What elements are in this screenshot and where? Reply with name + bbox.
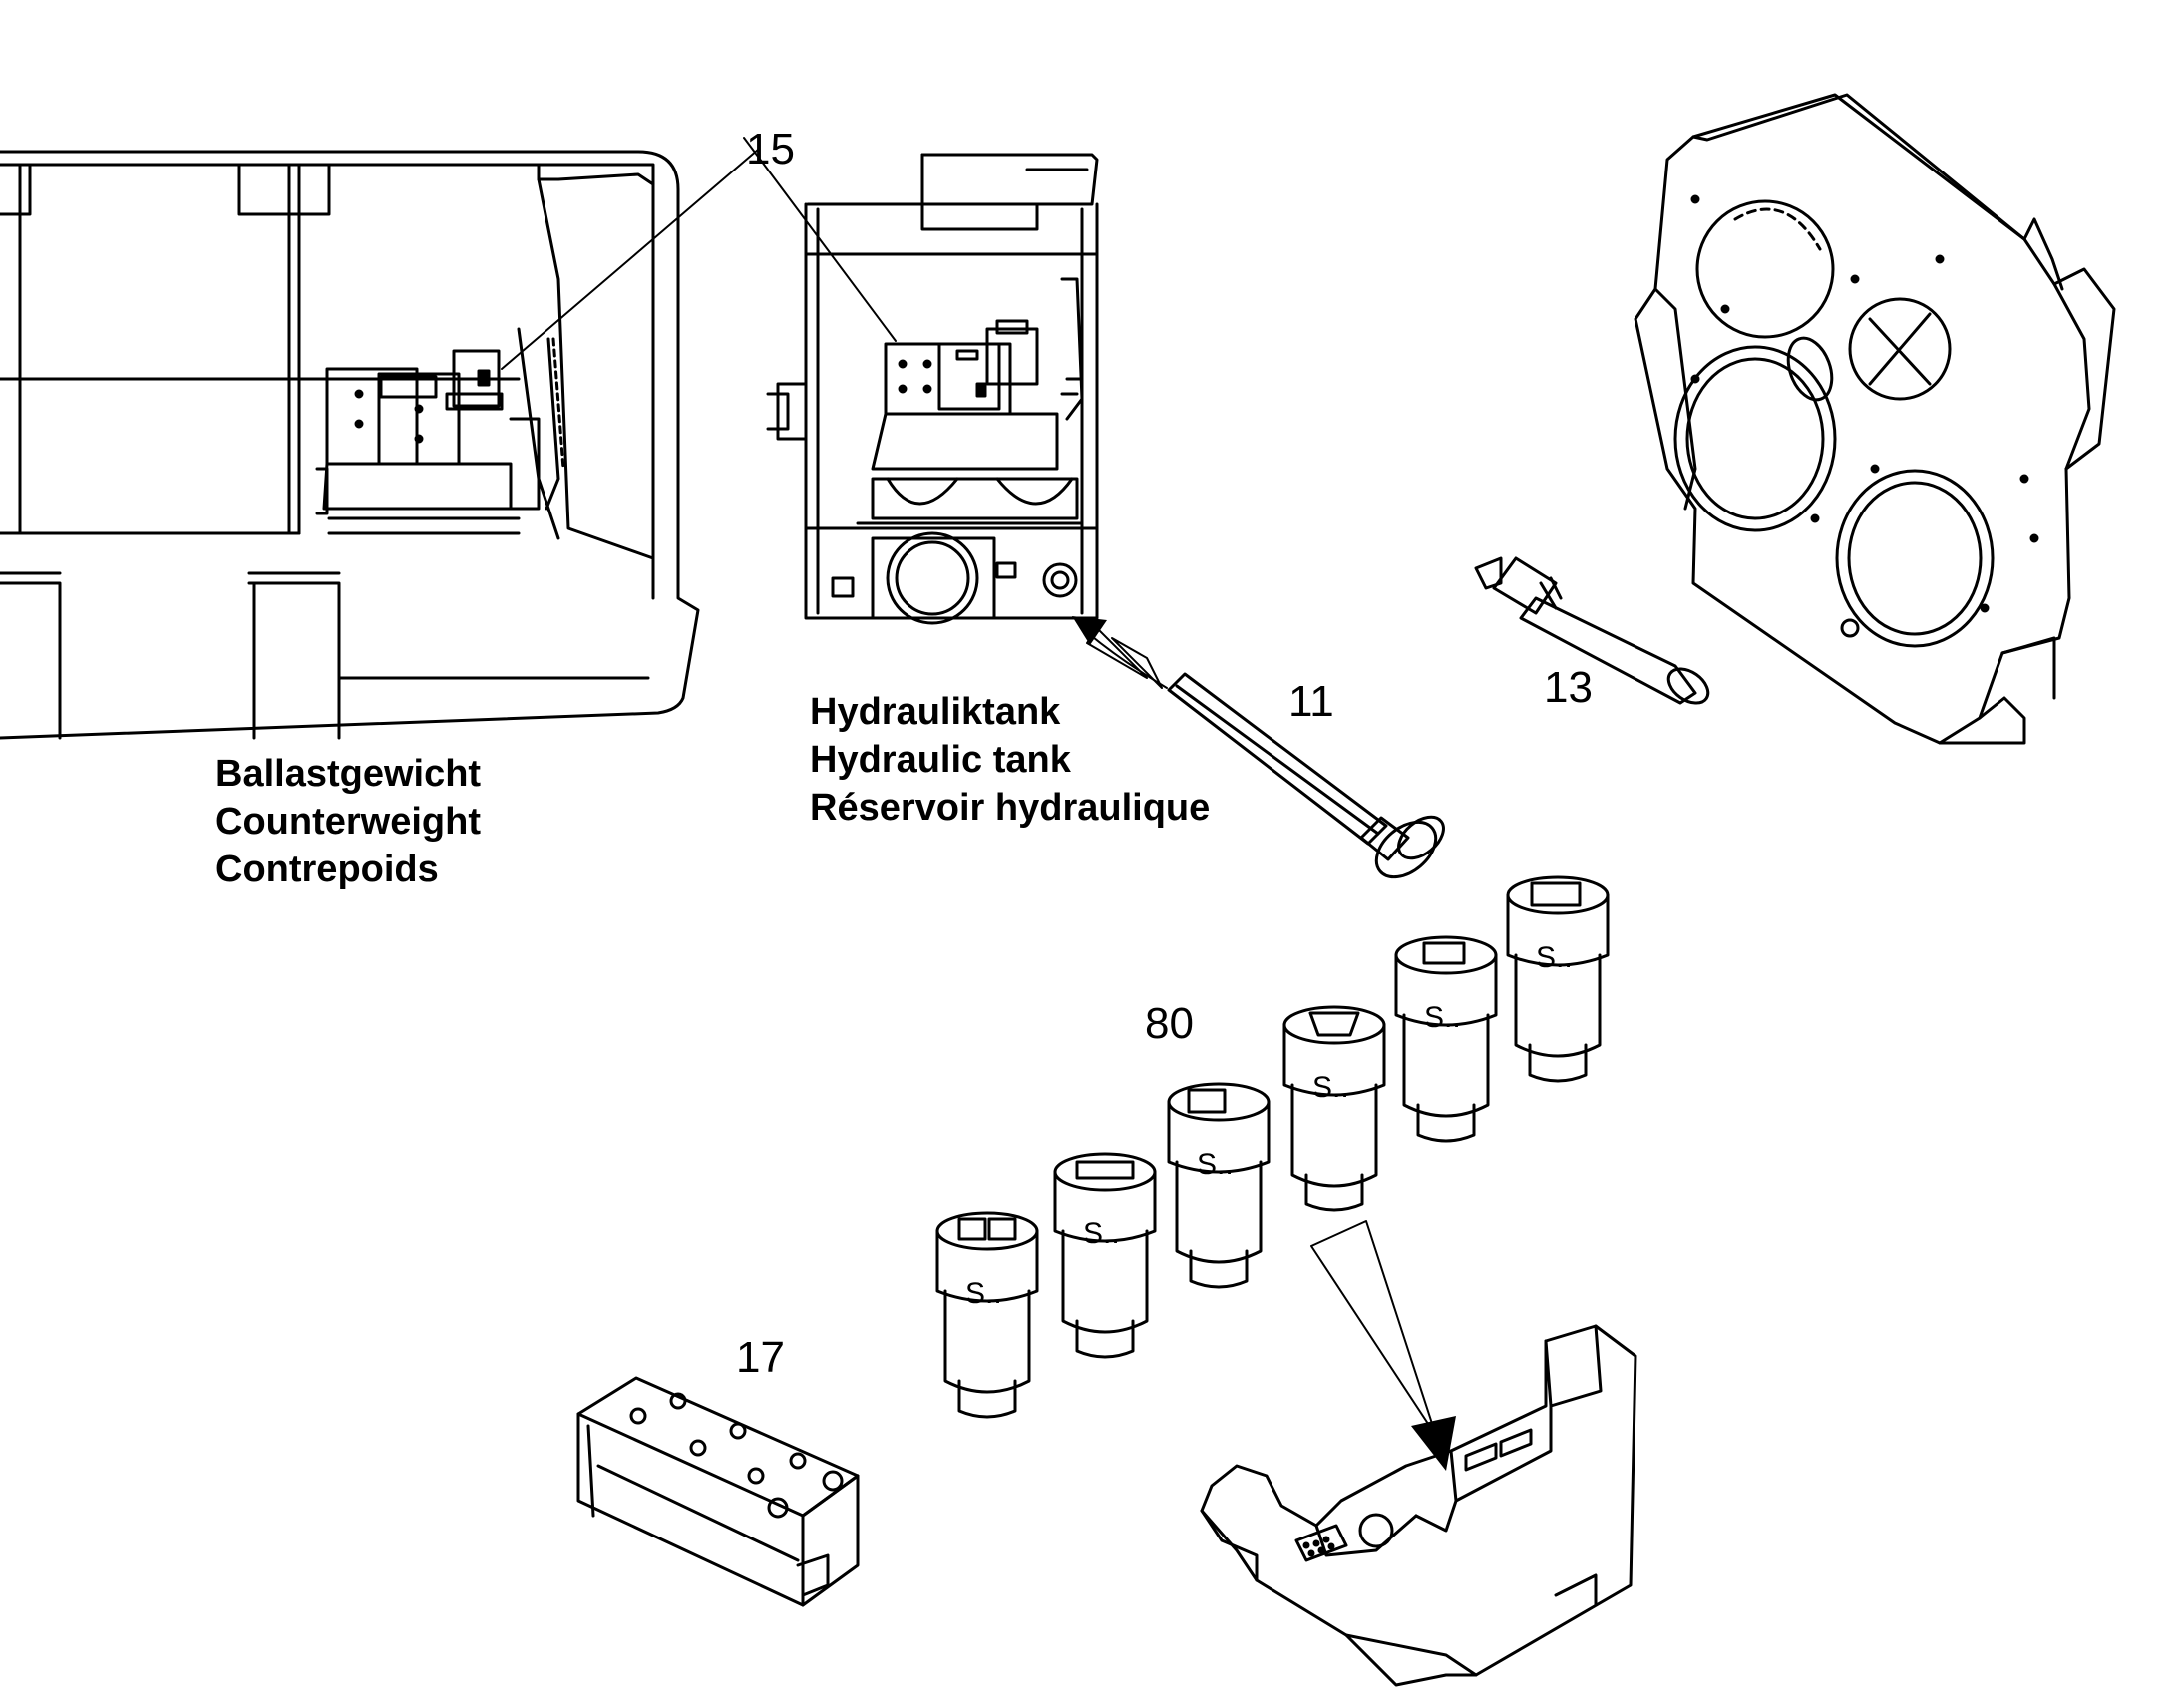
switch-label: S.. — [1197, 1148, 1234, 1181]
dipstick-part — [1167, 672, 1445, 879]
caption-line-en: Counterweight — [215, 801, 481, 843]
switch-6 — [1506, 875, 1610, 1083]
counterweight-caption: Ballastgewicht Counterweight Contrepoids — [215, 750, 481, 893]
callout-13: 13 — [1544, 663, 1593, 712]
switch-group — [935, 875, 1610, 1471]
switch-label: S.. — [1424, 1001, 1461, 1034]
switch-label: S.. — [1312, 1071, 1349, 1104]
hydraulic-tank-assembly — [743, 137, 1168, 689]
hydraulic-tank-caption: Hydrauliktank Hydraulic tank Réservoir h… — [810, 688, 1210, 832]
switch-label: S.. — [1536, 941, 1573, 974]
counterweight-hydraulic-unit — [315, 337, 565, 520]
battery-part — [576, 1376, 860, 1607]
callout-15: 15 — [746, 125, 795, 173]
caption-line-de: Ballastgewicht — [215, 753, 482, 795]
callout-11: 11 — [1288, 677, 1334, 726]
console-part — [1200, 1324, 1637, 1687]
counterweight-assembly — [0, 149, 759, 740]
switch-2 — [1053, 1152, 1157, 1359]
switch-4 — [1282, 1005, 1386, 1212]
switch-label: S.. — [965, 1277, 1002, 1310]
tank-inspection-flange — [871, 531, 1078, 625]
callout-80: 80 — [1145, 999, 1194, 1048]
tank-hydraulic-unit — [871, 277, 1084, 520]
switch-label: S.. — [1083, 1217, 1120, 1250]
callout-17: 17 — [736, 1333, 785, 1382]
switch-3 — [1167, 1082, 1271, 1289]
sensor-part — [1474, 556, 1710, 705]
switch-1 — [935, 1211, 1039, 1419]
gear-housing-part — [1634, 93, 2116, 745]
caption-line-en: Hydraulic tank — [810, 739, 1071, 781]
caption-line-fr: Réservoir hydraulique — [810, 787, 1211, 829]
caption-line-fr: Contrepoids — [215, 849, 439, 890]
caption-line-de: Hydrauliktank — [810, 691, 1061, 733]
switch-5 — [1394, 935, 1498, 1143]
